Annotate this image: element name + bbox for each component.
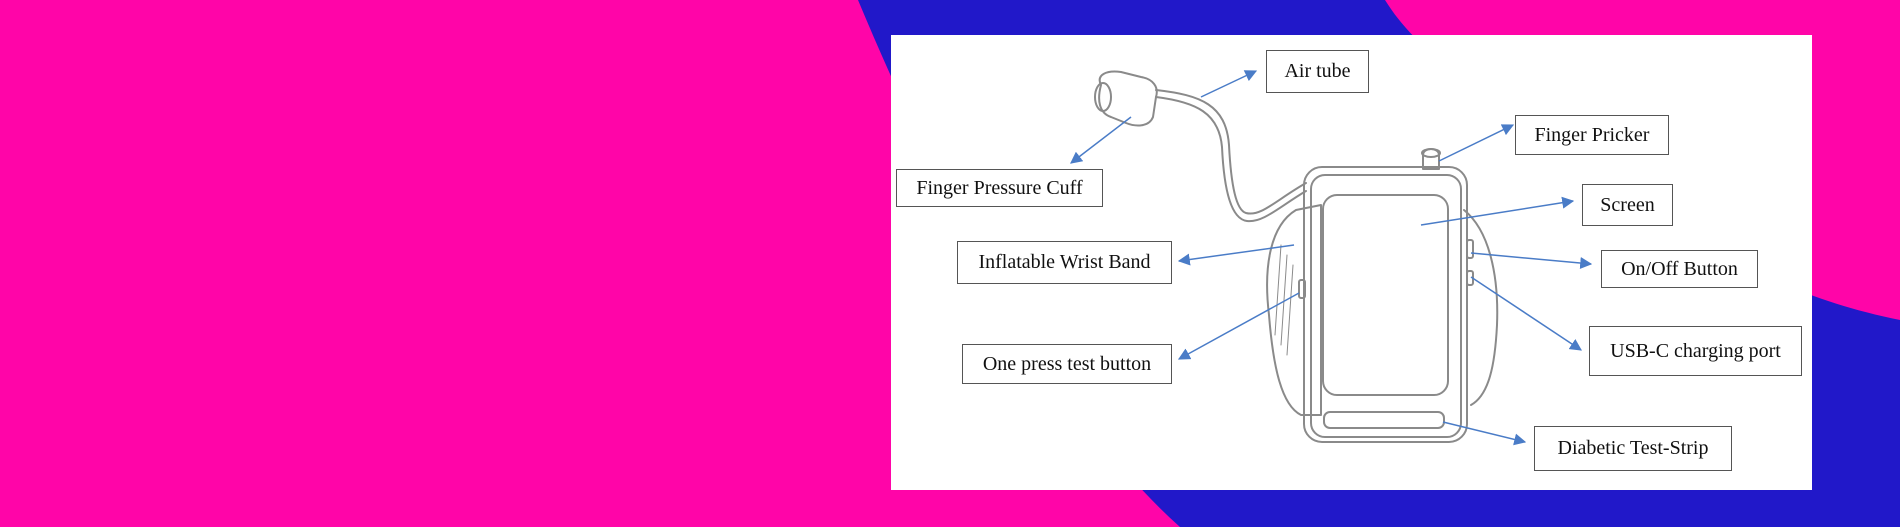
label-finger-pricker: Finger Pricker [1515,115,1669,155]
arrow-inflatable-wrist-band [1177,244,1295,266]
arrow-finger-pressure-cuff [1070,116,1132,164]
label-diabetic-test-strip: Diabetic Test-Strip [1534,426,1732,471]
arrow-on-off-button [1470,252,1593,269]
callout-arrows [1070,70,1593,446]
air-tube-sketch [1155,89,1307,215]
arrow-finger-pricker [1438,124,1515,162]
arrow-air-tube [1200,70,1258,98]
on-off-button-sketch [1466,239,1474,259]
label-air-tube: Air tube [1266,50,1369,93]
arrow-one-press-test-button [1177,292,1300,360]
finger-cuff-opening [1094,82,1112,112]
label-on-off-button: On/Off Button [1601,250,1758,288]
diagram-panel: Air tube Finger Pricker Finger Pressure … [891,35,1812,490]
arrow-screen [1420,196,1575,226]
test-button-sketch [1298,279,1306,299]
label-finger-pressure-cuff: Finger Pressure Cuff [896,169,1103,207]
wrist-band-sketch [1266,204,1322,416]
label-screen: Screen [1582,184,1673,226]
arrow-usb-c-charging-port [1470,276,1582,351]
arrow-diabetic-test-strip [1442,421,1527,446]
finger-cuff-sketch [1098,70,1158,127]
label-one-press-test-button: One press test button [962,344,1172,384]
label-usb-c-charging-port: USB-C charging port [1589,326,1802,376]
device-diagram [1070,70,1593,446]
device-body-sketch [1303,166,1468,443]
device-sketch [1094,70,1499,443]
screen-sketch [1322,194,1449,396]
label-inflatable-wrist-band: Inflatable Wrist Band [957,241,1172,284]
test-strip-slot-sketch [1323,411,1445,429]
